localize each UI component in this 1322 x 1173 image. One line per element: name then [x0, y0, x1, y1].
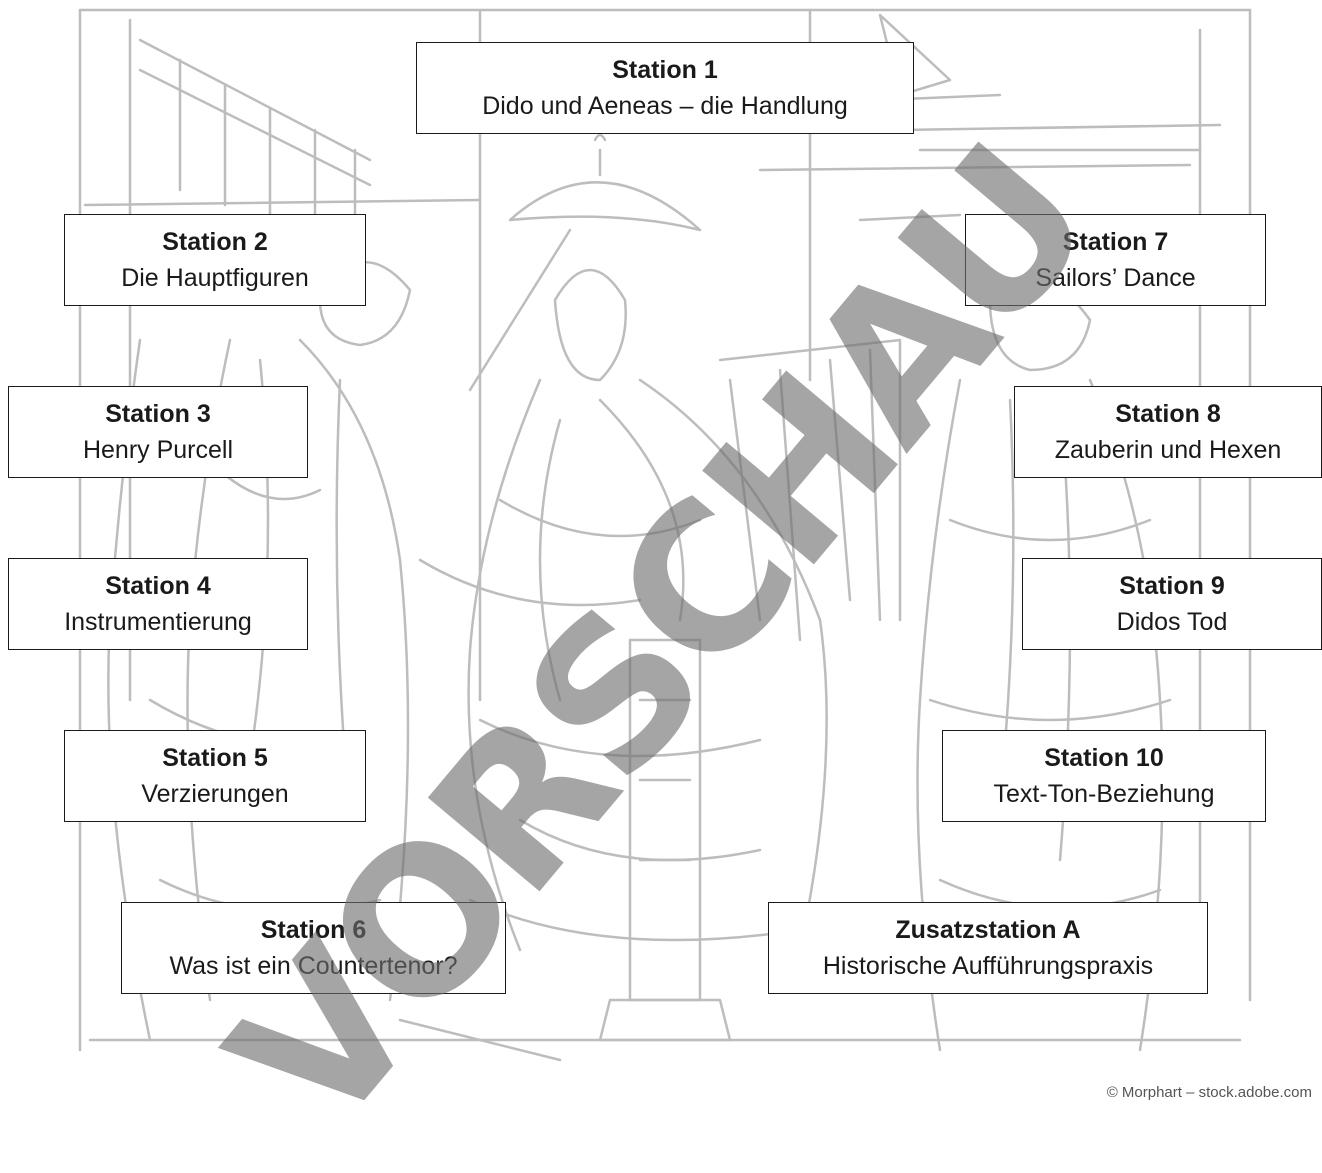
station-subtitle: Verzierungen — [141, 776, 288, 812]
station-subtitle: Dido und Aeneas – die Handlung — [482, 88, 848, 124]
station-subtitle: Instrumentierung — [64, 604, 252, 640]
station-2-box: Station 2 Die Hauptfiguren — [64, 214, 366, 306]
station-4-box: Station 4 Instrumentierung — [8, 558, 308, 650]
station-title: Station 7 — [1063, 224, 1169, 260]
station-10-box: Station 10 Text-Ton-Beziehung — [942, 730, 1266, 822]
station-subtitle: Sailors’ Dance — [1035, 260, 1195, 296]
station-title: Station 4 — [105, 568, 211, 604]
station-6-box: Station 6 Was ist ein Countertenor? — [121, 902, 506, 994]
image-credit: © Morphart – stock.adobe.com — [1105, 1084, 1314, 1101]
station-subtitle: Henry Purcell — [83, 432, 233, 468]
station-subtitle: Was ist ein Countertenor? — [169, 948, 457, 984]
station-title: Station 3 — [105, 396, 211, 432]
station-subtitle: Didos Tod — [1117, 604, 1228, 640]
station-subtitle: Text-Ton-Beziehung — [994, 776, 1215, 812]
station-8-box: Station 8 Zauberin und Hexen — [1014, 386, 1322, 478]
station-title: Station 6 — [261, 912, 367, 948]
station-9-box: Station 9 Didos Tod — [1022, 558, 1322, 650]
station-5-box: Station 5 Verzierungen — [64, 730, 366, 822]
station-7-box: Station 7 Sailors’ Dance — [965, 214, 1266, 306]
station-subtitle: Historische Aufführungspraxis — [823, 948, 1153, 984]
station-subtitle: Die Hauptfiguren — [121, 260, 309, 296]
station-title: Station 5 — [162, 740, 268, 776]
station-a-box: Zusatzstation A Historische Aufführungsp… — [768, 902, 1208, 994]
station-title: Station 2 — [162, 224, 268, 260]
station-3-box: Station 3 Henry Purcell — [8, 386, 308, 478]
station-title: Station 1 — [612, 52, 718, 88]
station-title: Station 9 — [1119, 568, 1225, 604]
station-title: Zusatzstation A — [895, 912, 1080, 948]
station-title: Station 10 — [1044, 740, 1163, 776]
station-1-box: Station 1 Dido und Aeneas – die Handlung — [416, 42, 914, 134]
station-subtitle: Zauberin und Hexen — [1055, 432, 1282, 468]
station-title: Station 8 — [1115, 396, 1221, 432]
